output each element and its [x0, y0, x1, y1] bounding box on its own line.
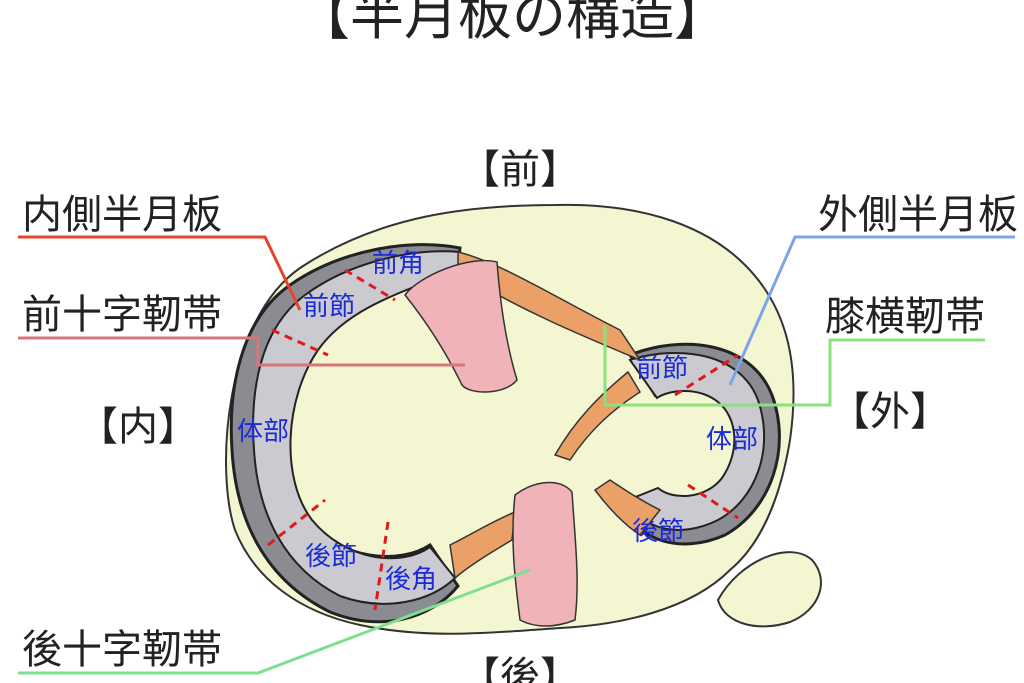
region-medial-posterior-horn: 後角: [385, 565, 437, 595]
fibula-head: [716, 551, 822, 628]
direction-inner: 【内】: [78, 404, 198, 450]
region-medial-anterior-horn: 前角: [372, 249, 424, 279]
lateral-posterior-horn-attachment: [593, 479, 662, 537]
direction-front: 【前】: [460, 147, 580, 193]
region-medial-anterior-segment: 前節: [303, 292, 355, 322]
label-transverse-ligament: 膝横靭帯: [825, 294, 985, 340]
anterior-cruciate-ligament: [404, 259, 518, 393]
region-medial-posterior-segment: 後節: [305, 542, 357, 572]
posterior-cruciate-ligament: [512, 481, 578, 627]
page-title: 【半月板の構造】: [296, 0, 728, 47]
label-posterior-cruciate-ligament: 後十字靭帯: [22, 627, 222, 673]
region-medial-body: 体部: [237, 417, 289, 447]
direction-outer: 【外】: [830, 389, 950, 435]
direction-back: 【後】: [460, 654, 580, 683]
segment-boundaries: [267, 268, 739, 611]
label-anterior-cruciate-ligament: 前十字靭帯: [22, 292, 222, 338]
region-lateral-anterior-segment: 前節: [636, 354, 688, 384]
label-medial-meniscus: 内側半月板: [22, 192, 222, 238]
medial-posterior-horn-attachment: [449, 510, 516, 580]
label-lateral-meniscus: 外側半月板: [818, 192, 1018, 238]
callout-lines: [18, 235, 1015, 675]
region-lateral-posterior-segment: 後節: [632, 517, 684, 547]
region-lateral-body: 体部: [706, 425, 758, 455]
medial-anterior-horn-attachment: [457, 251, 642, 362]
